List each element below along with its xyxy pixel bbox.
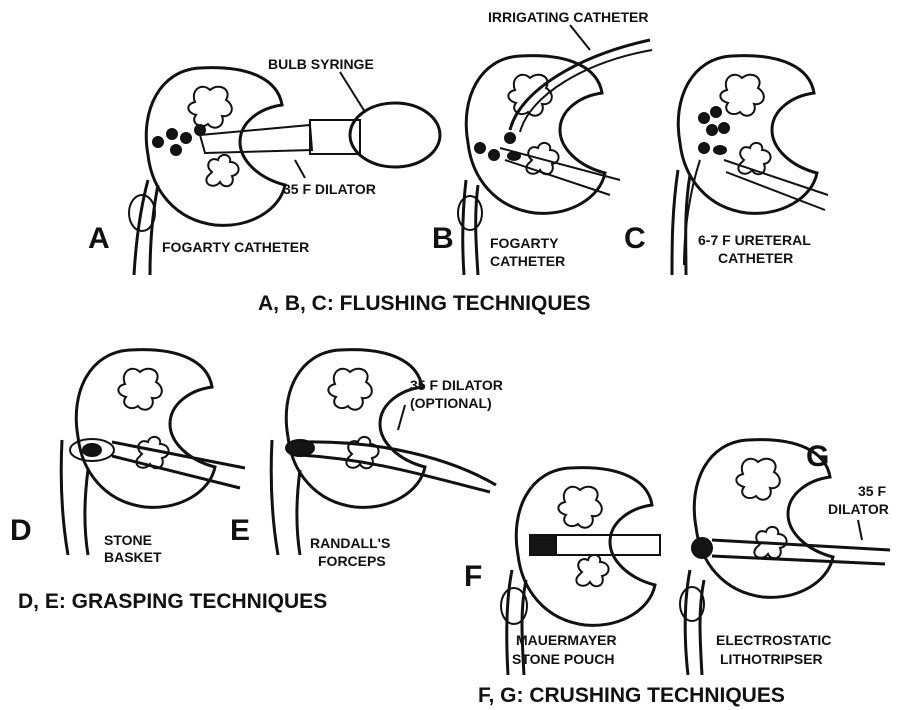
label-stone-pouch-2: STONE POUCH bbox=[512, 651, 614, 667]
stones bbox=[153, 125, 205, 155]
stones bbox=[699, 107, 729, 154]
letter-g: G bbox=[806, 440, 829, 473]
caption-flushing: A, B, C: FLUSHING TECHNIQUES bbox=[258, 292, 591, 315]
letter-b: B bbox=[432, 222, 454, 255]
label-35f-dilator-1: 35 F DILATOR bbox=[410, 377, 503, 393]
label-35f-dilator-2: (OPTIONAL) bbox=[410, 395, 492, 411]
label-fogarty-2: CATHETER bbox=[490, 253, 565, 269]
panel-a: BULB SYRINGE 35 F DILATOR A FOGARTY CATH… bbox=[88, 56, 440, 275]
label-g-dilator-1: 35 F bbox=[858, 483, 886, 499]
label-stone-basket-1: STONE bbox=[104, 532, 152, 548]
label-g-dilator-2: DILATOR bbox=[828, 501, 889, 517]
letter-e: E bbox=[230, 514, 250, 547]
panel-d: D STONE BASKET bbox=[10, 350, 245, 565]
panel-f: F MAUERMAYER STONE POUCH bbox=[464, 468, 660, 675]
label-fogarty-catheter: FOGARTY CATHETER bbox=[162, 239, 309, 255]
dilator-tube bbox=[200, 125, 312, 153]
label-randalls-forceps-2: FORCEPS bbox=[318, 553, 386, 569]
label-ureteral-catheter-1: 6-7 F URETERAL bbox=[698, 232, 811, 248]
label-irrigating-catheter: IRRIGATING CATHETER bbox=[488, 9, 648, 25]
label-lithotripser-1: ELECTROSTATIC bbox=[716, 632, 831, 648]
caption-grasping: D, E: GRASPING TECHNIQUES bbox=[18, 590, 327, 613]
caption-crushing: F, G: CRUSHING TECHNIQUES bbox=[478, 684, 785, 707]
label-lithotripser-2: LITHOTRIPSER bbox=[720, 651, 823, 667]
label-fogarty-1: FOGARTY bbox=[490, 235, 559, 251]
label-35f-dilator: 35 F DILATOR bbox=[283, 181, 376, 197]
letter-c: C bbox=[624, 222, 646, 255]
panel-c: C 6-7 F URETERAL CATHETER bbox=[624, 56, 828, 275]
stones bbox=[475, 133, 520, 160]
label-stone-basket-2: BASKET bbox=[104, 549, 162, 565]
letter-f: F bbox=[464, 560, 482, 593]
panel-g: G 35 F DILATOR ELECTROSTATIC LITHOTRIPSE… bbox=[680, 440, 890, 675]
label-stone-pouch-1: MAUERMAYER bbox=[516, 632, 617, 648]
panel-b: IRRIGATING CATHETER B FOGARTY CATHETER bbox=[432, 9, 652, 275]
letter-a: A bbox=[88, 222, 110, 255]
label-ureteral-catheter-2: CATHETER bbox=[718, 250, 793, 266]
panel-e: E 35 F DILATOR (OPTIONAL) RANDALL'S FORC… bbox=[230, 350, 503, 569]
lithotripser-tip bbox=[692, 538, 712, 558]
label-randalls-forceps-1: RANDALL'S bbox=[310, 535, 390, 551]
letter-d: D bbox=[10, 514, 32, 547]
label-bulb-syringe: BULB SYRINGE bbox=[268, 56, 374, 72]
bulb-syringe bbox=[350, 103, 440, 167]
